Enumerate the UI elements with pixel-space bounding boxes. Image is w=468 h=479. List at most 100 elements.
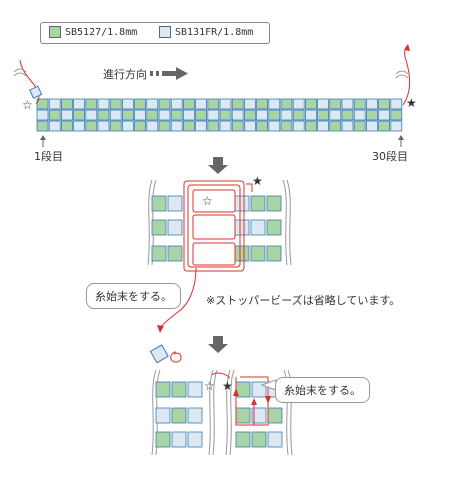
bead	[207, 109, 220, 121]
bead	[329, 120, 342, 132]
bead	[378, 120, 391, 132]
bead	[195, 109, 208, 121]
bead	[85, 98, 98, 110]
bead	[170, 98, 183, 110]
bead-grid-bottom	[155, 381, 283, 448]
legend-item-clear: SB131FR/1.8mm	[159, 26, 253, 38]
legend-label-clear: SB131FR/1.8mm	[175, 26, 254, 38]
bead	[292, 98, 305, 110]
bead	[151, 219, 167, 236]
row-marker-1	[40, 135, 46, 147]
bead	[234, 195, 250, 212]
bead	[292, 120, 305, 132]
bead	[378, 98, 391, 110]
bead	[158, 109, 171, 121]
start-thread	[13, 59, 43, 105]
bead	[167, 219, 183, 236]
bead	[365, 98, 378, 110]
bead	[167, 245, 183, 262]
bead	[170, 109, 183, 121]
bead	[61, 109, 73, 121]
bead-grid-mid	[151, 195, 282, 262]
start-star-open: ☆	[22, 98, 33, 112]
mid-star-filled: ★	[252, 174, 263, 188]
bead	[353, 120, 366, 132]
stopper-note: ※ストッパービーズは省略しています。	[206, 294, 401, 307]
bead	[292, 109, 305, 121]
thread-path-mid	[159, 180, 253, 329]
bead	[268, 109, 281, 121]
bead	[167, 195, 183, 212]
bead	[170, 120, 183, 132]
bead	[251, 381, 267, 398]
bead	[36, 120, 49, 132]
bead	[61, 120, 73, 132]
bead	[134, 109, 147, 121]
bead	[234, 245, 250, 262]
detail-view-2	[149, 344, 293, 456]
mid-star-open: ☆	[202, 194, 213, 208]
bead	[267, 407, 283, 424]
end-thread	[395, 44, 411, 106]
bead	[187, 431, 203, 448]
bead	[341, 98, 354, 110]
bead	[134, 98, 147, 110]
bead	[251, 431, 267, 448]
bead	[280, 98, 293, 110]
bead	[171, 431, 187, 448]
legend-item-green: SB5127/1.8mm	[49, 26, 137, 38]
bead	[219, 98, 232, 110]
bead	[155, 431, 171, 448]
bead	[48, 109, 61, 121]
bead	[317, 120, 330, 132]
bead	[146, 109, 159, 121]
bead	[341, 120, 354, 132]
bubble-finish-thread-2: 糸始末をする。	[275, 377, 370, 403]
bead	[256, 120, 269, 132]
bead	[378, 109, 391, 121]
bead	[36, 98, 49, 110]
bead	[61, 98, 73, 110]
bead	[187, 381, 203, 398]
bead	[73, 120, 85, 132]
end-star-filled: ★	[406, 96, 417, 110]
bead	[268, 120, 281, 132]
bead	[231, 109, 244, 121]
down-arrow-2	[208, 336, 228, 353]
bead	[73, 109, 85, 121]
bubble-finish-thread-1: 糸始末をする。	[86, 283, 181, 309]
bead	[243, 109, 256, 121]
bead	[219, 120, 232, 132]
bead	[207, 120, 220, 132]
bead	[195, 120, 208, 132]
bead	[329, 109, 342, 121]
direction-label: 進行方向	[103, 68, 147, 81]
bead	[353, 109, 366, 121]
bead	[85, 109, 98, 121]
bottom-star-filled: ★	[222, 379, 233, 393]
bottom-star-open: ☆	[204, 379, 215, 393]
bead	[97, 98, 110, 110]
bead	[251, 407, 267, 424]
bead	[256, 98, 269, 110]
bead	[235, 407, 251, 424]
bead	[48, 98, 61, 110]
bead	[207, 98, 220, 110]
bead-band-full	[36, 98, 403, 132]
bead	[158, 98, 171, 110]
bead	[146, 120, 159, 132]
bead	[151, 245, 167, 262]
bead	[390, 98, 403, 110]
bead	[317, 98, 330, 110]
bead	[365, 109, 378, 121]
bead	[134, 120, 147, 132]
detail-view-1	[147, 179, 292, 333]
bead	[109, 120, 122, 132]
legend-label-green: SB5127/1.8mm	[65, 26, 138, 38]
bead	[182, 120, 195, 132]
bead	[341, 109, 354, 121]
bead	[122, 109, 134, 121]
bead	[390, 120, 403, 132]
bead	[48, 120, 61, 132]
